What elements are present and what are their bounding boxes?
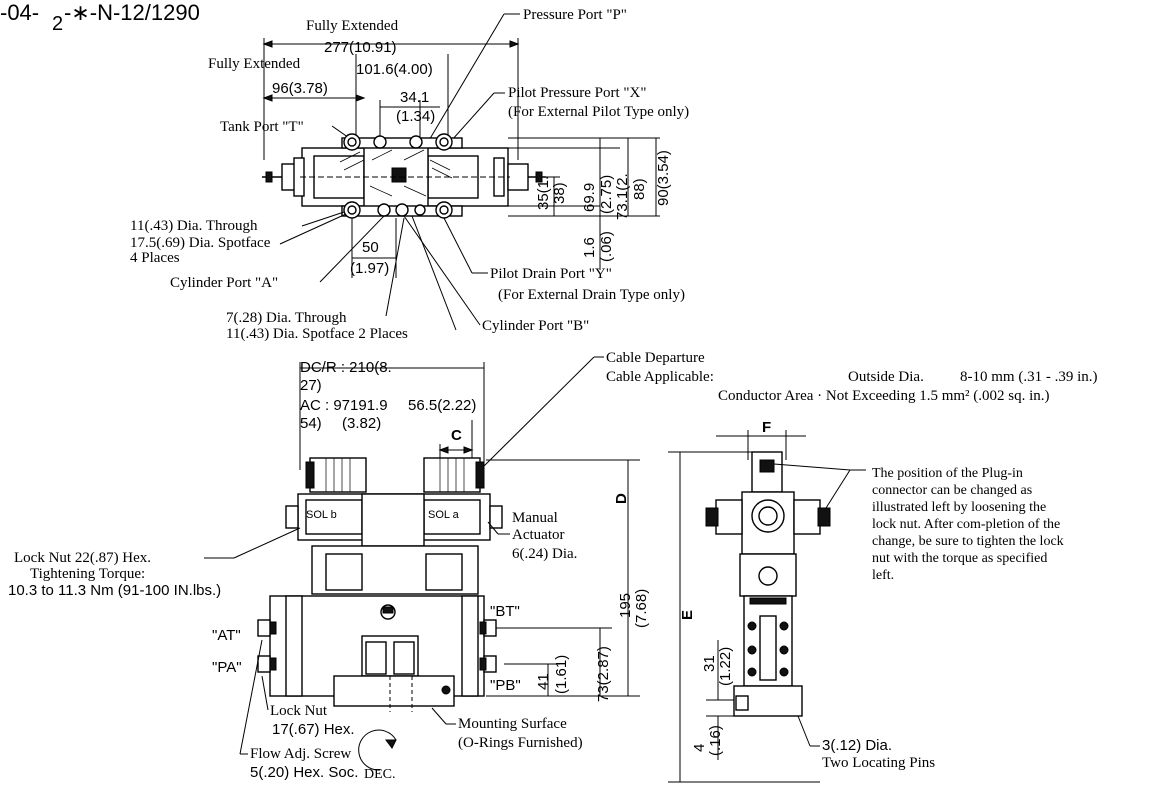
pilot-pressure-port-label: Pilot Pressure Port "X" — [508, 85, 647, 101]
plug-note-line-7: left. — [872, 568, 894, 583]
tightening-torque-label: Tightening Torque: — [30, 566, 145, 582]
fully-extended-label-2: Fully Extended — [208, 56, 301, 72]
top-view: Fully Extended 277(10.91) Fully Extended… — [130, 7, 689, 342]
mounting-surface-label: Mounting Surface — [458, 716, 567, 732]
model-code: -04- 2 -∗-N-12/1290 — [0, 0, 200, 35]
plug-note-line-4: lock nut. After com-pletion of the — [872, 517, 1060, 532]
flow-adj-label: Flow Adj. Screw — [250, 746, 351, 762]
dim-31-in: (1.22) — [717, 647, 734, 686]
cable-applicable-label: Cable Applicable: — [606, 369, 714, 385]
pilot-drain-label: Pilot Drain Port "Y" — [490, 266, 612, 282]
plug-in-note: The position of the Plug-in connector ca… — [872, 466, 1064, 583]
cable-departure-label: Cable Departure — [606, 350, 705, 366]
dim-34-in: (1.34) — [396, 108, 435, 125]
dim-e: E — [679, 610, 696, 620]
dim-50: 50 — [362, 239, 379, 256]
dim-ac-c: (3.82) — [342, 415, 381, 432]
tank-port-label: Tank Port "T" — [220, 119, 304, 135]
sol-a-label: SOL a — [428, 509, 460, 521]
dim-dcr: DC/R : 210(8. — [300, 359, 392, 376]
pins-dia: 3(.12) Dia. — [822, 737, 892, 754]
port-at: "AT" — [212, 627, 241, 644]
pilot-drain-note: (For External Drain Type only) — [498, 287, 685, 303]
dim-73b: 88) — [631, 178, 648, 200]
dim-dcr-b: 27) — [300, 377, 322, 394]
cylinder-a-label: Cylinder Port "A" — [170, 275, 278, 291]
hole-through: 11(.43) Dia. Through — [130, 218, 258, 234]
dim-195-in: (7.68) — [633, 589, 650, 628]
flow-adj-size: 5(.20) Hex. Soc. — [250, 764, 358, 781]
sol-b-label: SOL b — [306, 509, 337, 521]
dim-d: D — [613, 493, 630, 504]
cylinder-b-label: Cylinder Port "B" — [482, 318, 589, 334]
dim-41-in: (1.61) — [553, 655, 570, 694]
lock-nut-2-label: Lock Nut — [270, 703, 328, 719]
dim-96: 96(3.78) — [272, 80, 328, 97]
dim-31: 31 — [701, 655, 718, 672]
dim-c: C — [451, 427, 462, 444]
dim-4: 4 — [691, 744, 708, 752]
pins-label: Two Locating Pins — [822, 755, 935, 771]
dim-16: 1.6 — [581, 237, 598, 258]
dim-73-front: 73(2.87) — [595, 646, 612, 702]
dim-4-in: (.16) — [707, 725, 724, 756]
dim-69: 69.9 — [581, 183, 598, 212]
dim-41: 41 — [535, 673, 552, 690]
dim-ac-b: 54) — [300, 415, 322, 432]
dim-50-in: (1.97) — [350, 260, 389, 277]
dim-101: 101.6(4.00) — [356, 61, 433, 78]
dim-195: 195 — [617, 593, 634, 618]
dec-label: DEC. — [364, 767, 396, 782]
dim-f: F — [762, 419, 771, 436]
lock-nut-2-size: 17(.67) Hex. — [272, 721, 355, 738]
outside-dia-label: Outside Dia. — [848, 369, 924, 385]
plug-note-line-1: The position of the Plug-in — [872, 466, 1023, 481]
dim-90: 90(3.54) — [655, 150, 672, 206]
manual-actuator-label: Manual — [512, 510, 558, 526]
plug-note-line-2: connector can be changed as — [872, 483, 1032, 498]
conductor-area: Conductor Area · Not Exceeding 1.5 mm² (… — [718, 388, 1050, 404]
dim-35: 35(1. — [535, 176, 552, 210]
hole-places: 4 Places — [130, 250, 180, 266]
dim-35b: 38) — [551, 182, 568, 204]
plug-note-line-6: nut with the torque as specified — [872, 551, 1047, 566]
port-pa: "PA" — [212, 659, 242, 676]
lock-nut-label: Lock Nut 22(.87) Hex. — [14, 550, 151, 566]
port-pb: "PB" — [490, 677, 521, 694]
dim-16-in: (.06) — [598, 231, 615, 262]
dim-34: 34.1 — [400, 89, 429, 106]
side-view: F E 31 (1.22) 4 (.16) — [668, 419, 1064, 783]
small-hole-spotface: 11(.43) Dia. Spotface 2 Places — [226, 326, 408, 342]
front-view: DC/R : 210(8. 27) AC : 97191.9 56.5(2.22… — [8, 350, 1097, 782]
dim-73: 73.1(2. — [614, 173, 631, 220]
dim-69-in: (2.75) — [598, 175, 615, 214]
model-code-sub: 2 — [52, 13, 63, 35]
plug-note-line-3: illustrated left by loosening the — [872, 500, 1046, 515]
dec-arrow-icon — [358, 729, 397, 771]
model-code-pre: -04- — [0, 0, 39, 25]
manual-actuator-label-2: Actuator — [512, 527, 564, 543]
dim-277: 277(10.91) — [324, 39, 397, 56]
manual-actuator-dia: 6(.24) Dia. — [512, 546, 577, 562]
plug-note-line-5: change, be sure to tighten the lock — [872, 534, 1064, 549]
dim-ac-overlap: 56.5(2.22) — [408, 397, 476, 414]
torque-value: 10.3 to 11.3 Nm (91-100 IN.lbs.) — [8, 582, 221, 599]
model-code-post: -∗-N-12/1290 — [64, 0, 200, 25]
pressure-port-label: Pressure Port "P" — [523, 7, 627, 23]
port-bt: "BT" — [490, 603, 520, 620]
orings-label: (O-Rings Furnished) — [458, 735, 583, 751]
fully-extended-label-1: Fully Extended — [306, 18, 399, 34]
dim-ac: AC : 97191.9 — [300, 397, 388, 414]
hole-spotface: 17.5(.69) Dia. Spotface — [130, 235, 271, 251]
small-hole-through: 7(.28) Dia. Through — [226, 310, 347, 326]
outside-dia-value: 8-10 mm (.31 - .39 in.) — [960, 369, 1097, 385]
pilot-pressure-note: (For External Pilot Type only) — [508, 104, 689, 120]
